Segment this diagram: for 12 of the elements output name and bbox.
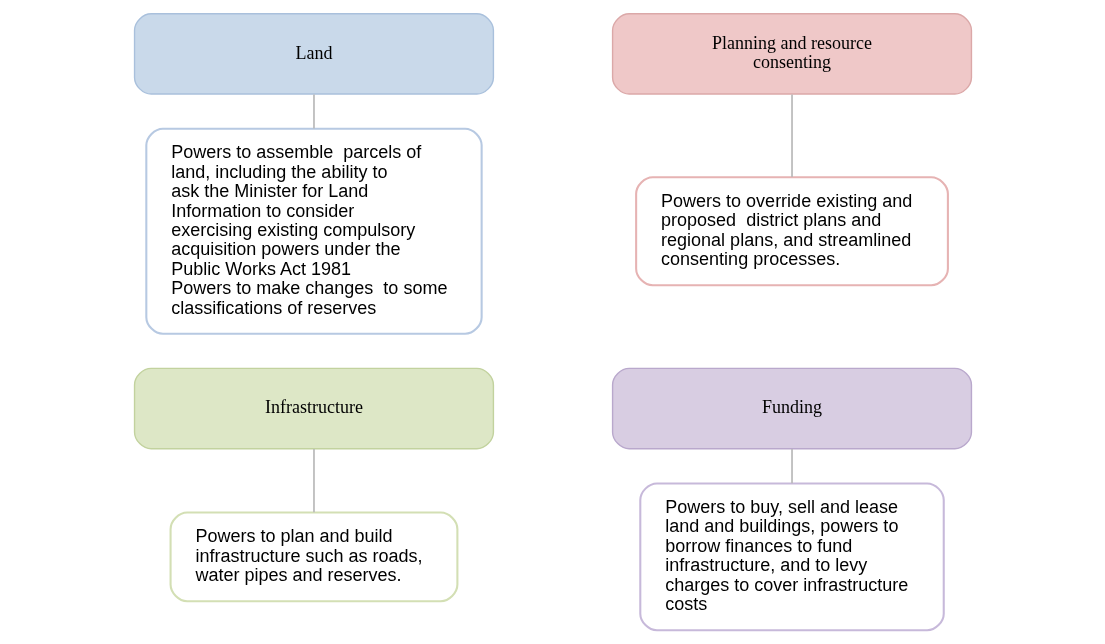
node-box: Planning and resource consenting (611, 13, 972, 95)
node-box: Powers to override existing and proposed district plans and regional plans, and streamlined consenting processes. (634, 176, 949, 287)
connector (790, 448, 793, 485)
node-box: Powers to plan and build infrastructure such as roads, water pipes and reserves. (169, 511, 458, 603)
connector (790, 93, 793, 178)
connector (312, 93, 315, 130)
node-box: Infrastructure (133, 367, 494, 450)
connector (312, 448, 315, 514)
node-box: Land (133, 13, 494, 95)
node-box: Powers to buy, sell and lease land and buildings, powers to borrow finances to fund infrastructure, and to levy charges to cover infrastructure costs (638, 482, 945, 632)
node-box: Funding (611, 367, 972, 450)
node-box: Powers to assemble parcels of land, including the ability to ask the Minister for Land Information to consider exercising existing compulsory acquisition powers under the Public Works Act 1981 Powers to make changes to some classifications of reserves (144, 127, 483, 335)
